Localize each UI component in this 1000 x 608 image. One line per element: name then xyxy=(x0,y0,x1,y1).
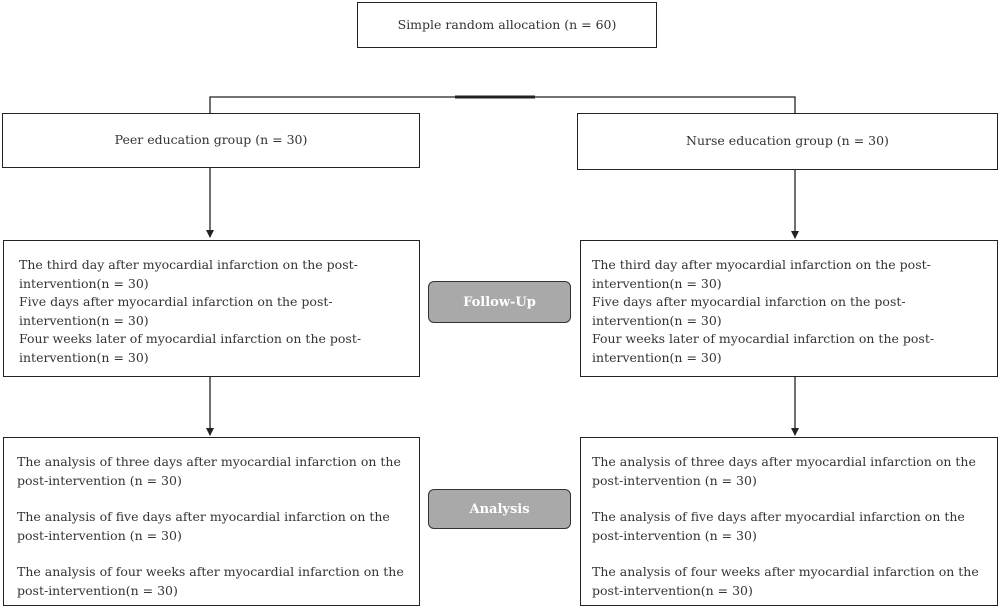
nurse-analysis-item: The analysis of four weeks after myocard… xyxy=(592,564,979,598)
analysis-stage-label: Analysis xyxy=(428,489,571,529)
nurse-followup-line: Four weeks later of myocardial infarctio… xyxy=(592,331,935,346)
nurse-analysis-box: The analysis of three days after myocard… xyxy=(580,437,998,606)
follow-up-stage-label: Follow-Up xyxy=(428,281,571,323)
peer-followup-line: intervention(n = 30) xyxy=(19,349,149,365)
peer-followup-line: Five days after myocardial infarction on… xyxy=(19,294,333,309)
peer-analysis-item: The analysis of three days after myocard… xyxy=(17,454,401,488)
nurse-group-box: Nurse education group (n = 30) xyxy=(577,113,998,170)
allocation-label: Simple random allocation (n = 60) xyxy=(397,16,617,32)
nurse-followup-line: Five days after myocardial infarction on… xyxy=(592,294,906,309)
nurse-followup-line: The third day after myocardial infarctio… xyxy=(592,257,931,272)
peer-analysis-item: The analysis of four weeks after myocard… xyxy=(17,564,404,598)
nurse-analysis-item: The analysis of three days after myocard… xyxy=(592,454,976,488)
allocation-box: Simple random allocation (n = 60) xyxy=(357,2,657,48)
peer-followup-line: Four weeks later of myocardial infarctio… xyxy=(19,331,362,346)
peer-group-label: Peer education group (n = 30) xyxy=(114,132,308,148)
nurse-followup-line: intervention(n = 30) xyxy=(592,349,722,365)
nurse-followup-line: intervention(n = 30) xyxy=(592,312,722,328)
peer-followup-line: The third day after myocardial infarctio… xyxy=(19,257,358,272)
nurse-group-label: Nurse education group (n = 30) xyxy=(686,133,889,149)
peer-followup-line: intervention(n = 30) xyxy=(19,312,149,328)
split-connector xyxy=(209,96,796,113)
nurse-followup-box: The third day after myocardial infarctio… xyxy=(580,240,998,377)
peer-followup-box: The third day after myocardial infarctio… xyxy=(3,240,420,377)
nurse-analysis-item: The analysis of five days after myocardi… xyxy=(592,509,965,543)
nurse-followup-line: intervention(n = 30) xyxy=(592,275,722,291)
peer-followup-line: intervention(n = 30) xyxy=(19,275,149,291)
peer-group-box: Peer education group (n = 30) xyxy=(2,113,420,168)
peer-analysis-item: The analysis of five days after myocardi… xyxy=(17,509,390,543)
peer-analysis-box: The analysis of three days after myocard… xyxy=(3,437,420,606)
